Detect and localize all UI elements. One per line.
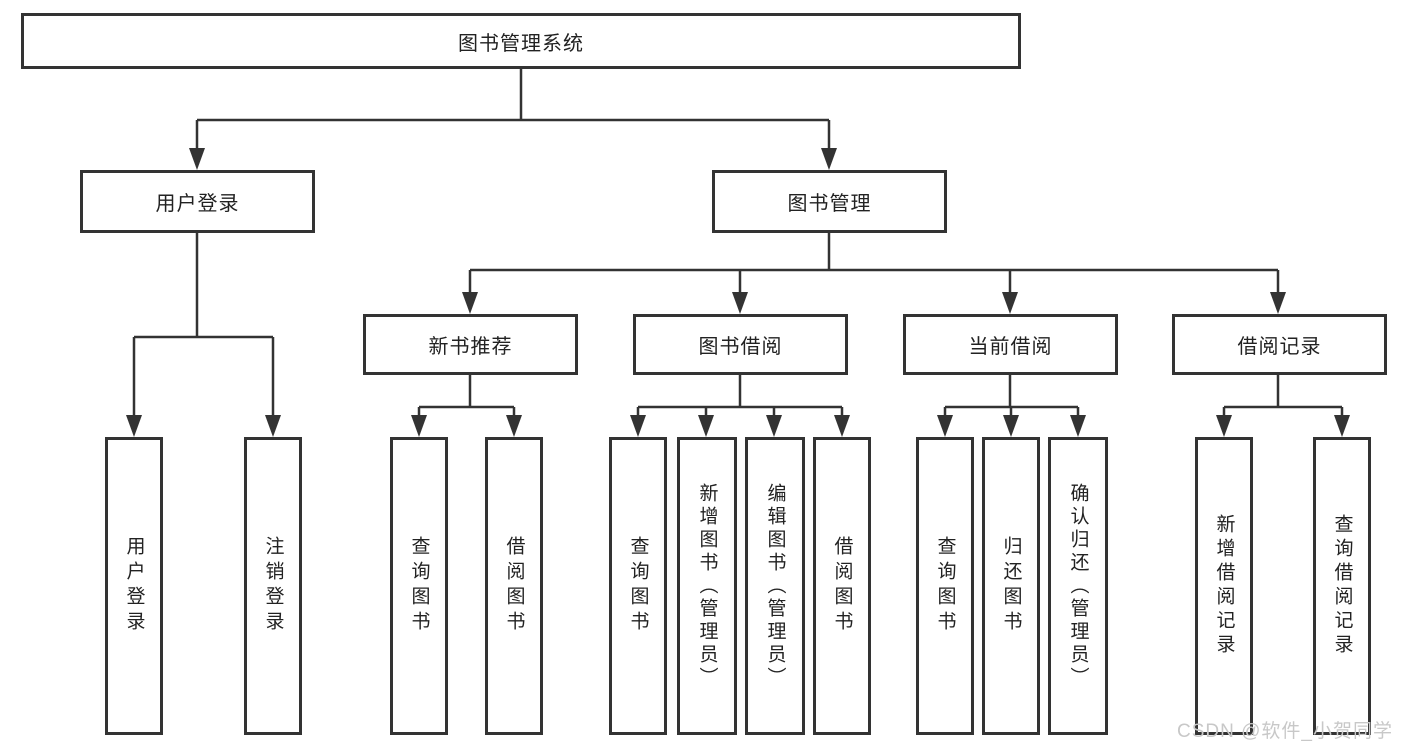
leaf-br-query-record: 查询借阅记录: [1313, 437, 1371, 735]
leaf-nbr-borrow-books: 借阅图书: [485, 437, 543, 735]
node-new-book-recommend: 新书推荐: [363, 314, 578, 375]
leaf-label: 借阅图书: [503, 536, 525, 636]
leaf-bb-query-books: 查询图书: [609, 437, 667, 735]
leaf-br-add-record: 新增借阅记录: [1195, 437, 1253, 735]
leaf-label: 归还图书: [1000, 536, 1022, 636]
node-book-borrowing: 图书借阅: [633, 314, 848, 375]
node-user-login: 用户登录: [80, 170, 315, 233]
leaf-label: 确认归还（管理员）: [1067, 482, 1089, 690]
leaf-logout: 注销登录: [244, 437, 302, 735]
leaf-bb-edit-book-admin: 编辑图书（管理员）: [745, 437, 805, 735]
leaf-cb-return-books: 归还图书: [982, 437, 1040, 735]
node-library-system: 图书管理系统: [21, 13, 1021, 69]
leaf-bb-borrow-books: 借阅图书: [813, 437, 871, 735]
leaf-label: 查询图书: [627, 536, 649, 636]
leaf-label: 新增借阅记录: [1213, 514, 1235, 658]
leaf-label: 注销登录: [262, 536, 284, 636]
leaf-label: 编辑图书（管理员）: [764, 482, 786, 690]
watermark-text: CSDN @软件_小贺同学: [1177, 721, 1393, 742]
leaf-user-login: 用户登录: [105, 437, 163, 735]
leaf-label: 借阅图书: [831, 536, 853, 636]
leaf-cb-query-books: 查询图书: [916, 437, 974, 735]
node-borrowing-records: 借阅记录: [1172, 314, 1387, 375]
leaf-label: 查询图书: [934, 536, 956, 636]
leaf-bb-add-book-admin: 新增图书（管理员）: [677, 437, 737, 735]
leaf-nbr-query-books: 查询图书: [390, 437, 448, 735]
leaf-cb-confirm-return-admin: 确认归还（管理员）: [1048, 437, 1108, 735]
leaf-label: 查询图书: [408, 536, 430, 636]
node-current-borrowing: 当前借阅: [903, 314, 1118, 375]
leaf-label: 用户登录: [123, 536, 145, 636]
leaf-label: 新增图书（管理员）: [696, 482, 718, 690]
leaf-label: 查询借阅记录: [1331, 514, 1353, 658]
node-book-management: 图书管理: [712, 170, 947, 233]
